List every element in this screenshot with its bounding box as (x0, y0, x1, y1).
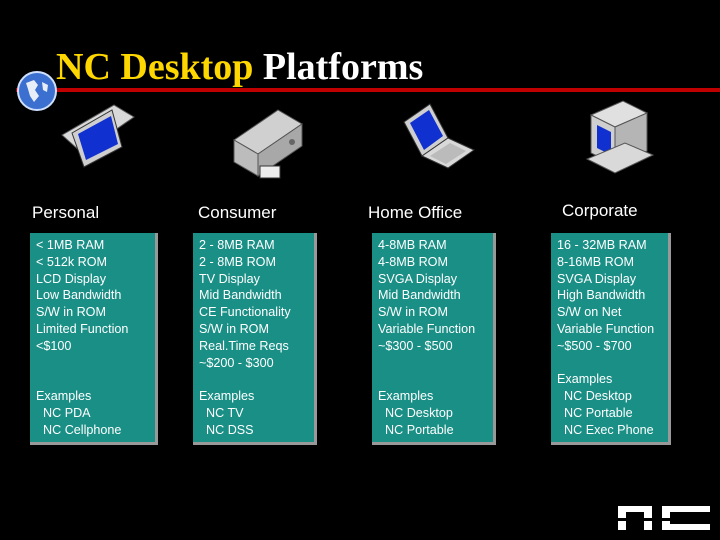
spec-line: 4-8MB ROM (378, 254, 448, 269)
spec-line: <$100 (36, 338, 72, 353)
platform-box-consumer: 2 - 8MB RAM 2 - 8MB ROM TV Display Mid B… (193, 233, 317, 445)
slide-title-rest: Platforms (262, 46, 424, 88)
spec-line: 16 - 32MB RAM (557, 238, 647, 252)
slide-title: NC Desktop Platforms (56, 44, 423, 90)
spec-line: LCD Display (36, 271, 106, 286)
spec-line: ~$500 - $700 (557, 338, 632, 353)
column-heading-personal: Personal (32, 203, 100, 222)
spec-line: Mid Bandwidth (199, 288, 282, 303)
platform-box-personal: < 1MB RAM < 512k ROM LCD Display Low Ban… (30, 233, 158, 445)
spec-line: SVGA Display (378, 271, 458, 286)
spec-line: CE Functionality (199, 305, 291, 320)
notebook-computer-icon (403, 103, 476, 169)
nc-logo (612, 496, 716, 538)
example-item: NC Cellphone (43, 422, 122, 437)
spec-line: S/W in ROM (36, 305, 106, 320)
column-heading-consumer: Consumer (198, 203, 277, 222)
spec-line: Real.Time Reqs (199, 338, 289, 353)
spec-line: S/W in ROM (199, 321, 269, 336)
laptop-icon (61, 104, 135, 168)
platform-box-home-office: 4-8MB RAM 4-8MB ROM SVGA Display Mid Ban… (372, 233, 496, 445)
spec-line: < 1MB RAM (36, 238, 105, 252)
spec-line: 2 - 8MB ROM (199, 254, 276, 269)
spec-line: Mid Bandwidth (378, 288, 461, 303)
spec-line: High Bandwidth (557, 288, 646, 303)
examples-label: Examples (557, 372, 613, 387)
column-heading-corporate: Corporate (562, 201, 638, 220)
example-item: NC Desktop (385, 405, 453, 420)
examples-label: Examples (36, 389, 92, 404)
spec-line: SVGA Display (557, 271, 637, 286)
set-top-box-icon (233, 109, 303, 179)
globe-icon (17, 71, 57, 111)
example-item: NC Desktop (564, 389, 632, 404)
spec-line: S/W on Net (557, 305, 622, 320)
spec-line: Variable Function (557, 321, 655, 336)
column-heading-home-office: Home Office (368, 203, 463, 222)
spec-line: S/W in ROM (378, 305, 448, 320)
spec-line: ~$300 - $500 (378, 338, 453, 353)
spec-line: ~$200 - $300 (199, 355, 274, 370)
title-divider (16, 88, 720, 92)
example-item: NC Exec Phone (564, 422, 654, 437)
spec-line: 4-8MB RAM (378, 238, 447, 252)
desktop-computer-icon (585, 100, 655, 174)
spec-line: Variable Function (378, 321, 476, 336)
example-item: NC Portable (564, 405, 633, 420)
platform-box-corporate: 16 - 32MB RAM 8-16MB ROM SVGA Display Hi… (551, 233, 671, 445)
spec-line: Low Bandwidth (36, 288, 122, 303)
examples-label: Examples (378, 389, 434, 404)
example-item: NC Portable (385, 422, 454, 437)
spec-line: TV Display (199, 271, 260, 286)
spec-line: 2 - 8MB RAM (199, 238, 275, 252)
spec-line: 8-16MB ROM (557, 254, 634, 269)
spec-line: Limited Function (36, 321, 129, 336)
spec-line: < 512k ROM (36, 254, 108, 269)
example-item: NC PDA (43, 405, 91, 420)
example-item: NC DSS (206, 422, 254, 437)
example-item: NC TV (206, 405, 244, 420)
examples-label: Examples (199, 389, 255, 404)
slide-title-highlight: NC Desktop (56, 46, 254, 88)
